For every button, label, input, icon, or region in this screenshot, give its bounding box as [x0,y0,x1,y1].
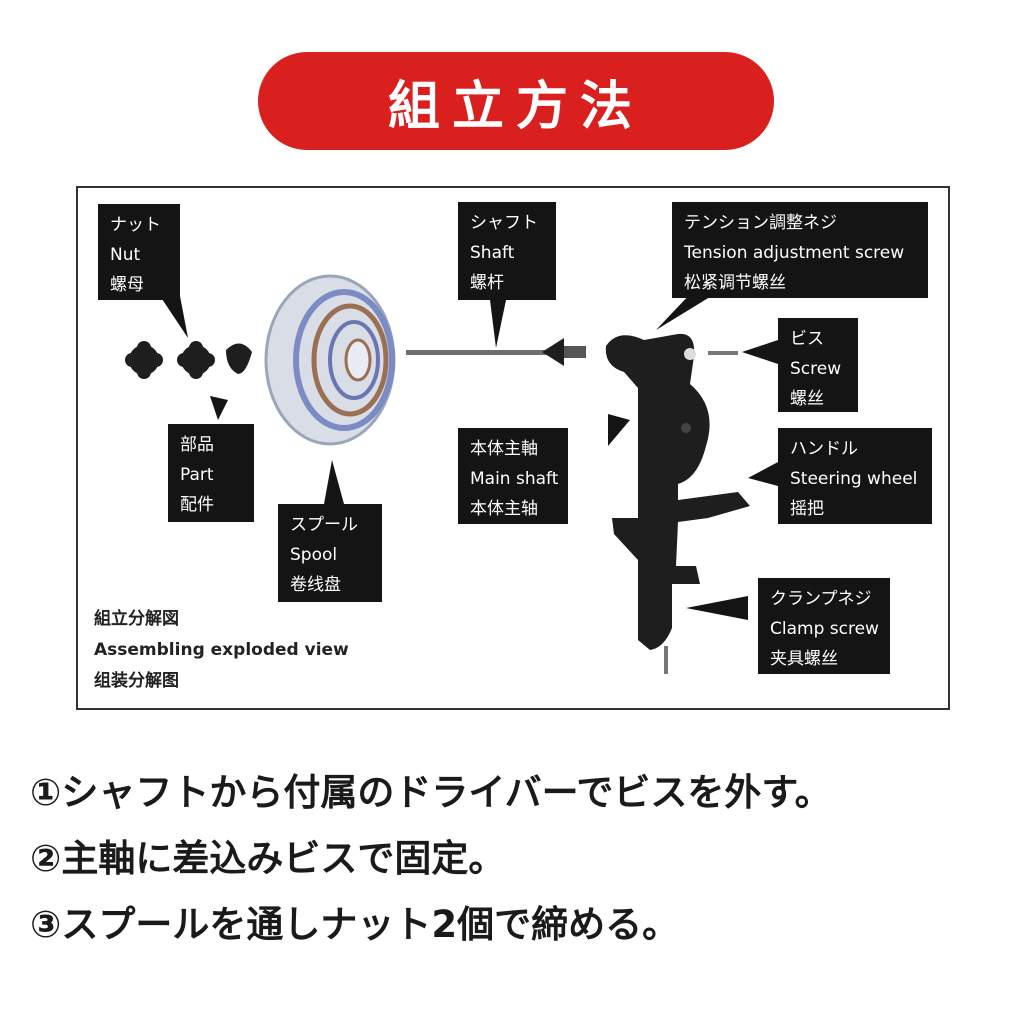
callout-tension-ja: テンション調整ネジ [684,213,837,233]
assembly-steps: ①シャフトから付属のドライバーでビスを外す。 ②主軸に差込みビスで固定。 ③スプ… [30,760,1010,958]
title-banner: 組立方法 [258,52,774,150]
callout-spool: スプール Spool 卷线盘 [278,504,382,602]
callout-main-shaft-zh: 本体主轴 [470,499,538,519]
callout-handle-ja: ハンドル [790,439,858,459]
screw-body [708,351,738,355]
main-shaft-pointer [608,414,630,446]
spool-pointer [324,460,344,504]
callout-clamp: クランプネジ Clamp screw 夹具螺丝 [758,578,890,674]
callout-tension-en: Tension adjustment screw [684,243,905,263]
callout-shaft-zh: 螺杆 [470,273,504,293]
page-title: 組立方法 [387,76,644,137]
callout-shaft-ja: シャフト [470,213,538,233]
callout-handle-zh: 摇把 [790,499,824,519]
callout-shaft: シャフト Shaft 螺杆 [458,202,556,300]
shaft-pointer [490,300,506,348]
shaft-rod [406,350,546,355]
callout-nut-ja: ナット [110,215,161,235]
callout-part-en: Part [180,465,214,485]
callout-tension-zh: 松紧调节螺丝 [684,273,786,293]
cap-nut [226,343,252,374]
main-body [605,333,750,674]
handle-pointer [748,462,778,486]
callout-screw-ja: ビス [790,329,824,349]
part-pointer [210,396,228,420]
nut-pointer [160,296,188,338]
nut-1 [125,341,163,379]
clamp-pointer [686,596,748,620]
callout-part-zh: 配件 [180,495,214,515]
callout-spool-en: Spool [290,545,338,565]
callout-spool-ja: スプール [290,515,358,535]
callout-nut: ナット Nut 螺母 [98,204,180,300]
callout-shaft-en: Shaft [470,243,515,263]
spool [264,274,396,446]
screw-pointer [742,340,778,364]
diagram-legend: 組立分解図 Assembling exploded view 组装分解图 [94,604,349,697]
legend-en: Assembling exploded view [94,640,349,660]
callout-screw-zh: 螺丝 [790,389,824,409]
exploded-diagram-panel: ナット Nut 螺母 シャフト Shaft 螺杆 テンション調整ネジ Tensi… [76,186,950,710]
callout-screw: ビス Screw 螺丝 [778,318,858,412]
callout-main-shaft: 本体主軸 Main shaft 本体主轴 [458,428,568,524]
callout-handle-en: Steering wheel [790,469,918,489]
callout-main-shaft-en: Main shaft [470,469,559,489]
legend-ja: 組立分解図 [94,609,179,629]
callout-handle: ハンドル Steering wheel 摇把 [778,428,932,524]
callout-clamp-en: Clamp screw [770,619,879,639]
callout-main-shaft-ja: 本体主軸 [470,439,538,459]
tension-pointer [656,292,718,330]
callout-nut-zh: 螺母 [110,275,144,295]
callout-clamp-zh: 夹具螺丝 [770,649,838,669]
diagram-artwork [125,274,778,674]
nut-2 [177,341,215,379]
step-2: ②主軸に差込みビスで固定。 [30,837,506,880]
callout-spool-zh: 卷线盘 [290,575,341,595]
callout-part-ja: 部品 [180,435,214,455]
step-1: ①シャフトから付属のドライバーでビスを外す。 [30,771,832,814]
callout-nut-en: Nut [110,245,141,265]
callout-clamp-ja: クランプネジ [770,589,872,609]
step-3: ③スプールを通しナット2個で締める。 [30,903,680,946]
shaft-head [542,338,564,366]
legend-zh: 组装分解图 [94,671,179,691]
callout-part: 部品 Part 配件 [168,424,254,522]
callout-tension: テンション調整ネジ Tension adjustment screw 松紧调节螺… [672,202,928,298]
callout-screw-en: Screw [790,359,842,379]
